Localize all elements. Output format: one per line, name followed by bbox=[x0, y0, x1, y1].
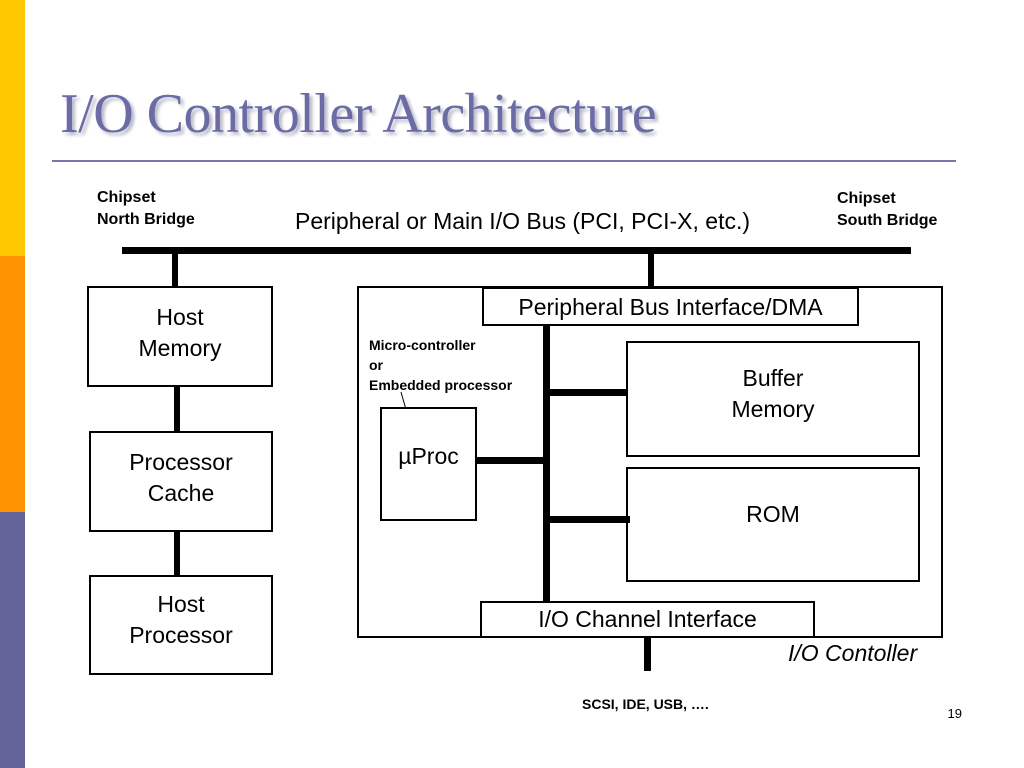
page-number: 19 bbox=[947, 706, 962, 721]
connector-memory-cache bbox=[174, 387, 180, 432]
microcontroller-note-line1: Micro-controller bbox=[369, 337, 476, 353]
external-buses-label: SCSI, IDE, USB, …. bbox=[582, 696, 709, 712]
south-bridge-label: Chipset South Bridge bbox=[837, 188, 937, 232]
io-channel-interface-label: I/O Channel Interface bbox=[538, 606, 757, 632]
peripheral-bus-interface-label: Peripheral Bus Interface/DMA bbox=[518, 293, 823, 320]
uproc-box: µProc bbox=[380, 407, 477, 521]
uproc-label: µProc bbox=[398, 443, 459, 469]
accent-bar-purple bbox=[0, 512, 25, 768]
buffer-memory-line2: Memory bbox=[731, 396, 815, 422]
north-bridge-line2: North Bridge bbox=[97, 211, 195, 228]
accent-bar-yellow bbox=[0, 0, 25, 256]
title-divider bbox=[52, 160, 956, 162]
peripheral-bus-interface-box: Peripheral Bus Interface/DMA bbox=[482, 287, 859, 326]
processor-cache-line2: Cache bbox=[147, 480, 215, 506]
internal-bus bbox=[543, 326, 550, 602]
connector-uproc-bus bbox=[477, 457, 547, 464]
rom-label: ROM bbox=[746, 501, 800, 527]
microcontroller-note: Micro-controller or Embedded processor bbox=[369, 335, 512, 395]
connector-io-channel-external bbox=[644, 638, 651, 671]
host-memory-line2: Memory bbox=[138, 335, 222, 361]
accent-bar-orange bbox=[0, 256, 25, 512]
north-bridge-label: Chipset North Bridge bbox=[97, 187, 195, 231]
slide-title: I/O Controller Architecture bbox=[60, 83, 657, 145]
host-processor-line1: Host bbox=[157, 591, 205, 617]
microcontroller-note-line2: or bbox=[369, 357, 383, 373]
bus-connector-io-controller bbox=[648, 254, 654, 288]
connector-bus-buffer bbox=[550, 389, 626, 396]
bus-connector-host-memory bbox=[172, 254, 178, 287]
south-bridge-line2: South Bridge bbox=[837, 212, 938, 229]
connector-cache-processor bbox=[174, 532, 180, 576]
io-channel-interface-box: I/O Channel Interface bbox=[480, 601, 815, 638]
south-bridge-line1: Chipset bbox=[837, 190, 896, 207]
rom-box: ROM bbox=[626, 467, 920, 582]
io-controller-label: I/O Contoller bbox=[788, 640, 918, 666]
host-memory-line1: Host bbox=[156, 304, 204, 330]
connector-bus-rom bbox=[550, 516, 630, 523]
processor-cache-line1: Processor bbox=[129, 449, 233, 475]
host-processor-line2: Processor bbox=[129, 622, 233, 648]
main-bus-label: Peripheral or Main I/O Bus (PCI, PCI-X, … bbox=[295, 208, 751, 234]
main-io-bus bbox=[122, 247, 911, 254]
buffer-memory-line1: Buffer bbox=[742, 365, 804, 391]
north-bridge-line1: Chipset bbox=[97, 189, 156, 206]
microcontroller-note-line3: Embedded processor bbox=[369, 377, 513, 393]
